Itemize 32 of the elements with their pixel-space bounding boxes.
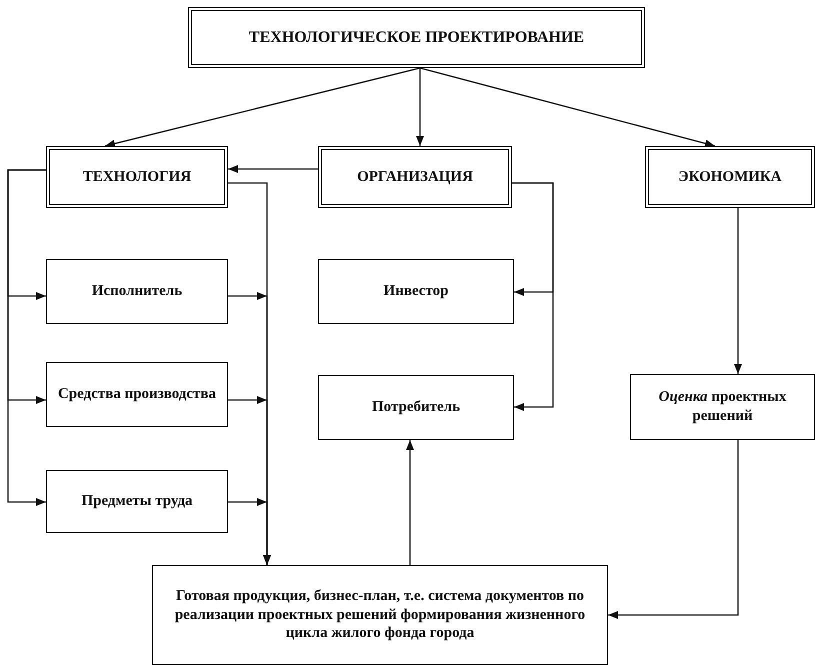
- box-label: Средства производства: [58, 385, 216, 404]
- arrow: [420, 67, 716, 148]
- arrow: [512, 182, 554, 411]
- arrow: [228, 165, 318, 173]
- box-label: Исполнитель: [92, 282, 182, 301]
- box-label: ОРГАНИЗАЦИЯ: [357, 168, 473, 186]
- process-box: [645, 146, 815, 208]
- box-label: ТЕХНОЛОГИЯ: [82, 168, 192, 186]
- process-box: [318, 375, 514, 440]
- arrow: [104, 67, 420, 148]
- process-box: [318, 259, 514, 324]
- process-box: [46, 146, 228, 208]
- box-label: Инвестор: [384, 282, 448, 301]
- process-box: [46, 259, 228, 324]
- arrow: [416, 68, 424, 146]
- box-label: Оценка проектных решений: [658, 388, 788, 426]
- arrow: [228, 498, 271, 565]
- arrow: [608, 440, 739, 619]
- process-box: [46, 362, 228, 427]
- process-box: [630, 374, 815, 440]
- box-label: ЭКОНОМИКА: [678, 168, 782, 186]
- box-label: Готовая продукция, бизнес-план, т.е. система документов по реализации проектных решений формирования жизненного цикла жилого фонда города: [174, 586, 586, 644]
- arrow: [406, 440, 414, 565]
- box-label: Потребитель: [372, 398, 460, 417]
- arrow: [7, 169, 46, 506]
- arrow: [734, 208, 742, 374]
- box-label: ТЕХНОЛОГИЧЕСКОЕ ПРОЕКТИРОВАНИЕ: [248, 28, 584, 48]
- process-box: [152, 565, 608, 665]
- box-label: Предметы труда: [81, 492, 193, 511]
- title-box: [188, 7, 645, 68]
- process-box: [46, 470, 228, 533]
- process-box: [318, 146, 512, 208]
